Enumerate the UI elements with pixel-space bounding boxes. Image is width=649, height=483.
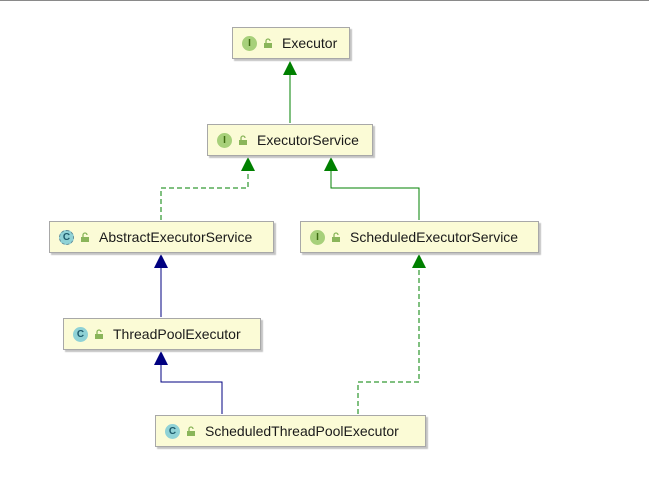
lock-icon [95, 329, 103, 339]
node-abstract-executor-service[interactable]: C AbstractExecutorService [49, 221, 274, 253]
node-label: ThreadPoolExecutor [113, 326, 241, 342]
lock-icon [187, 426, 195, 436]
edge-scheduledthreadpoolexecutor-to-threadpoolexecutor [154, 351, 223, 414]
edge-executorservice-to-executor [283, 61, 297, 123]
edge-scheduledthreadpoolexecutor-to-scheduledexecutorservice [357, 254, 426, 414]
node-label: ScheduledExecutorService [350, 229, 519, 245]
node-executor[interactable]: I Executor [232, 27, 350, 59]
lock-icon [239, 135, 247, 145]
lock-icon [332, 232, 340, 242]
interface-badge-icon: I [310, 229, 325, 245]
class-badge-icon: C [73, 326, 88, 342]
node-label: Executor [282, 35, 338, 51]
edge-threadpoolexecutor-to-abstractexecutorservice [154, 254, 168, 317]
edge-scheduledexecutorservice-to-executorservice [324, 157, 420, 220]
node-label: AbstractExecutorService [99, 229, 253, 245]
node-label: ExecutorService [257, 132, 359, 148]
top-border [0, 0, 649, 1]
class-badge-icon: C [165, 423, 180, 439]
interface-badge-icon: I [217, 132, 232, 148]
node-executor-service[interactable]: I ExecutorService [207, 124, 373, 156]
lock-icon [81, 232, 89, 242]
node-scheduled-thread-pool-executor[interactable]: C ScheduledThreadPoolExecutor [155, 415, 426, 447]
lock-icon [264, 38, 272, 48]
abstract-class-badge-icon: C [59, 229, 74, 245]
node-label: ScheduledThreadPoolExecutor [205, 423, 399, 439]
edge-abstractexecutorservice-to-executorservice [160, 157, 255, 220]
node-scheduled-executor-service[interactable]: I ScheduledExecutorService [300, 221, 539, 253]
node-thread-pool-executor[interactable]: C ThreadPoolExecutor [63, 318, 261, 350]
interface-badge-icon: I [242, 35, 257, 51]
